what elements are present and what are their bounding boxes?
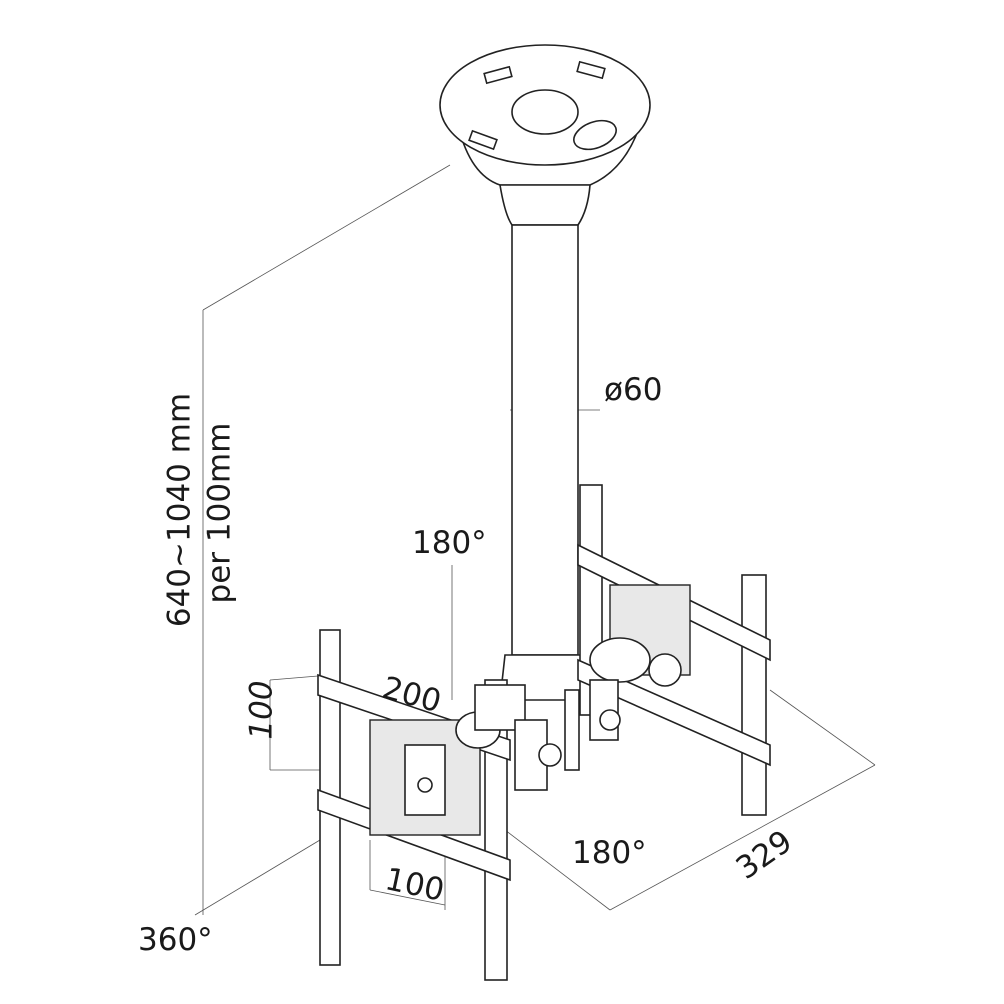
dimension-lines	[194, 164, 876, 916]
left-bracket	[317, 629, 562, 981]
rotation-label: 360°	[138, 922, 213, 958]
vesa-vertical-label: 100	[243, 680, 280, 740]
height-step-label: per 100mm	[201, 422, 238, 604]
pole-diameter-label: ø60	[604, 372, 663, 408]
top-tilt-label: 180°	[412, 525, 487, 561]
ceiling-plate	[439, 44, 651, 226]
height-range-label: 640~1040 mm	[161, 392, 198, 628]
bottom-tilt-label: 180°	[572, 835, 647, 871]
right-bracket	[577, 484, 771, 816]
